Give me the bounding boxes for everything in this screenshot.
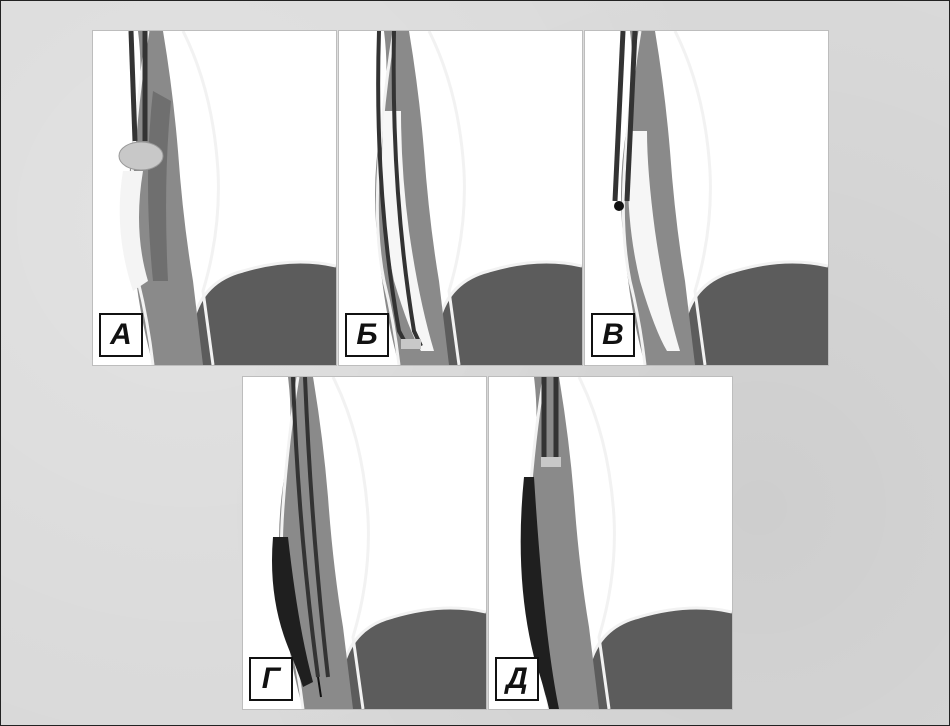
panel-label-d: Г [249,657,293,701]
panel-b: Б [338,30,583,366]
panel-a: А [92,30,337,366]
stomach-shape [685,262,828,365]
stomach-shape [193,262,336,365]
panel-c: В [584,30,829,366]
panel-e: Д [488,376,733,710]
panel-label-e: Д [495,657,539,701]
endoscope [131,31,135,141]
stomach-shape [589,608,732,709]
panel-label-a: А [99,313,143,357]
stomach-shape [343,608,486,709]
stomach-shape [439,262,582,365]
endoscope-cap [119,142,163,170]
panel-label-b: Б [345,313,389,357]
clip [541,457,561,467]
knife-tip [614,201,624,211]
panel-label-c: В [591,313,635,357]
panel-d: Г [242,376,487,710]
